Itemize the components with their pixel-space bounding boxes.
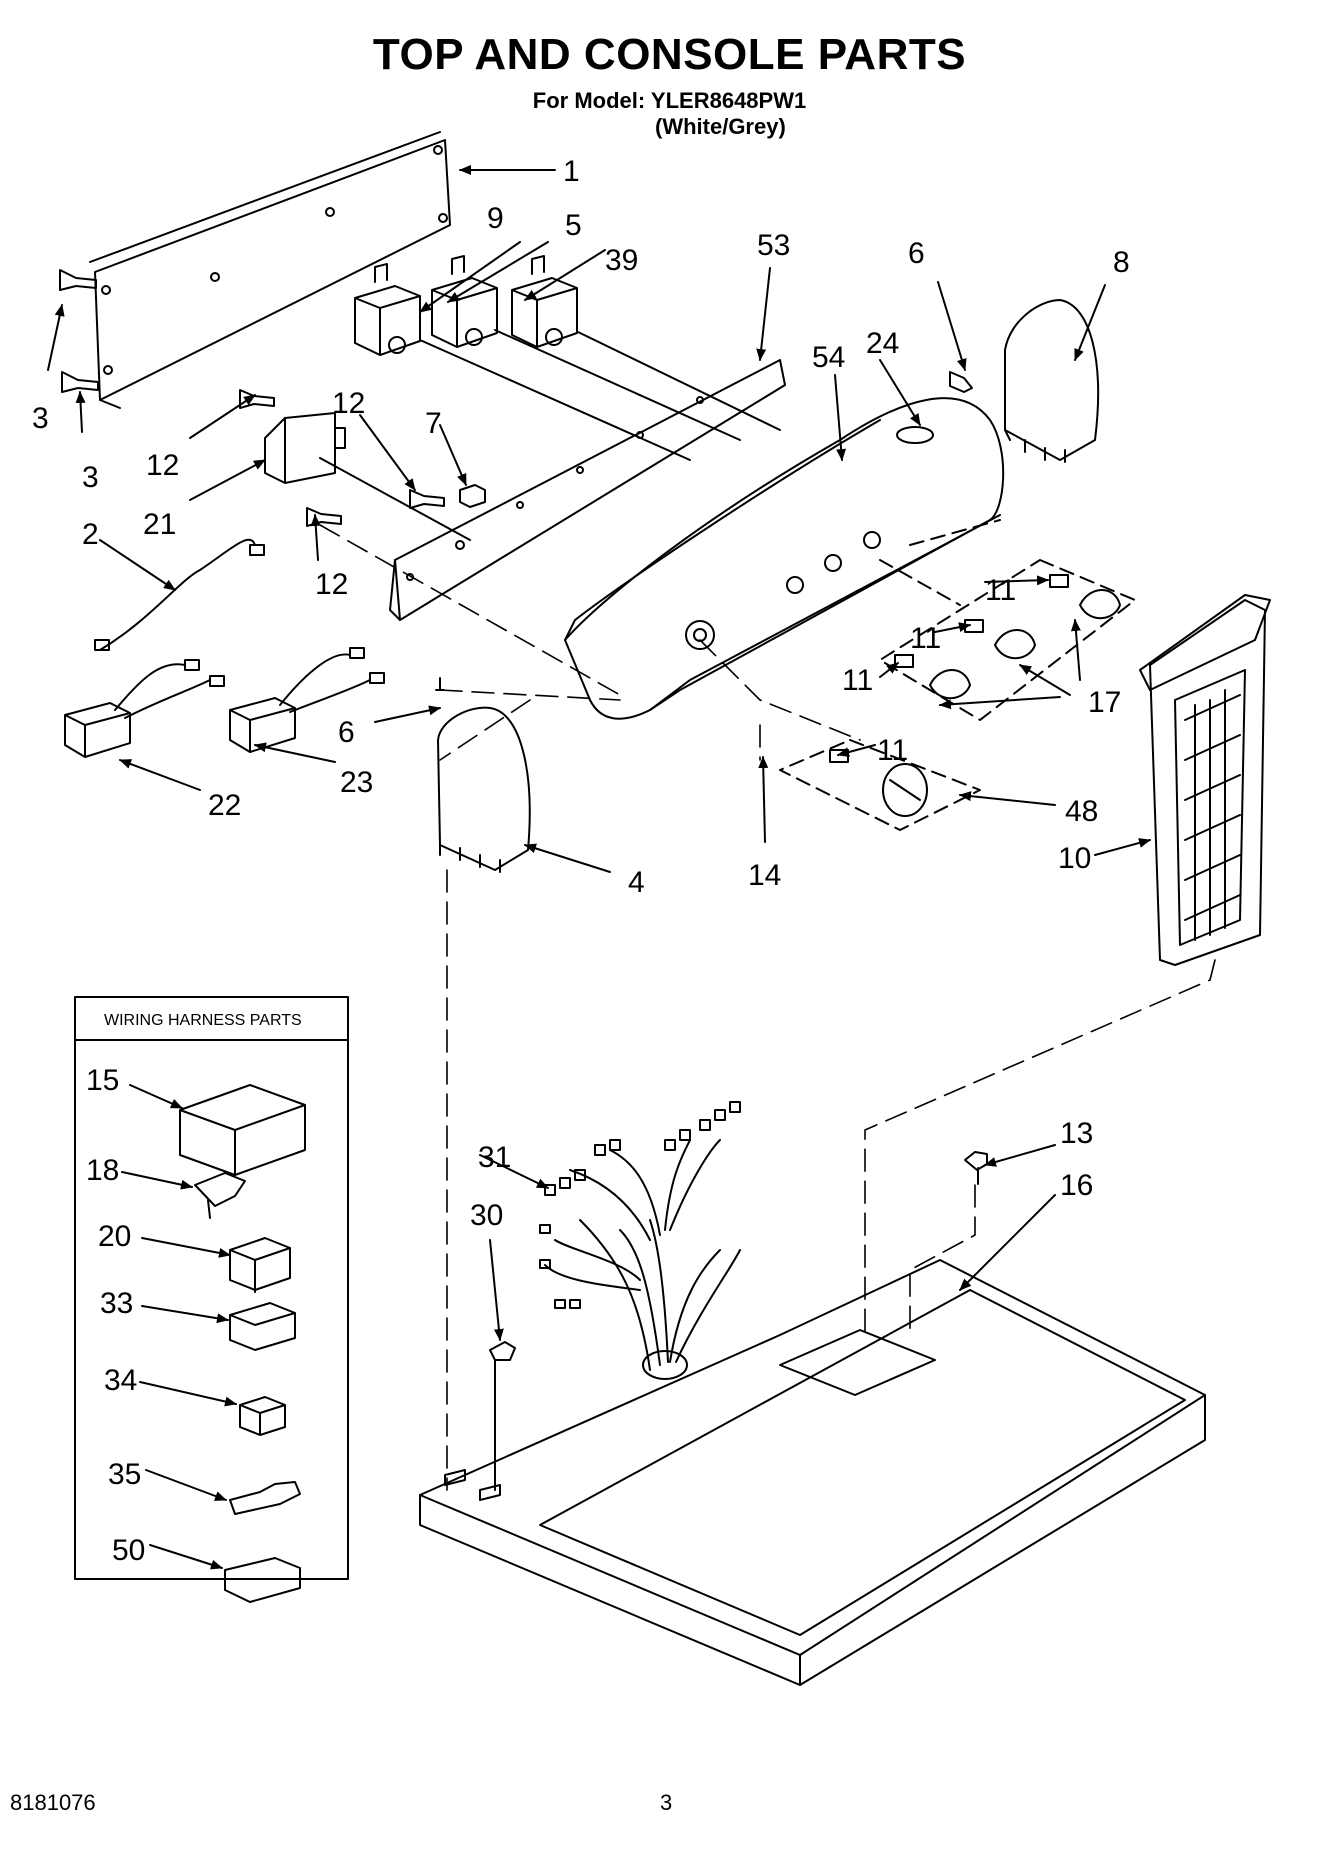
top-panel-part-16	[419, 1259, 1206, 1686]
callout-48: 48	[1065, 795, 1098, 828]
callout-numbers: 1 2 3 3 4 5 6 6 7 8 9 10 11 11 11 11 12 …	[32, 155, 1130, 1567]
callout-17: 17	[1088, 686, 1121, 719]
end-cap-part-4	[435, 677, 531, 873]
screw-part-13	[964, 1151, 988, 1185]
callout-11c: 11	[842, 664, 873, 697]
callout-11a: 11	[985, 574, 1016, 607]
callout-14: 14	[748, 859, 781, 892]
callout-9: 9	[487, 202, 504, 235]
callout-w35: 35	[108, 1458, 141, 1491]
part-30-clip	[489, 1341, 516, 1491]
lint-screen-part-10	[1139, 594, 1271, 966]
callout-3b: 3	[82, 461, 99, 494]
callout-6a: 6	[908, 237, 925, 270]
back-panel-part	[89, 131, 451, 409]
callout-w33: 33	[100, 1287, 133, 1320]
callout-6b: 6	[338, 716, 355, 749]
callout-12c: 12	[315, 568, 348, 601]
wiring-box-title: WIRING HARNESS PARTS	[104, 1012, 302, 1029]
wiring-box-parts	[179, 1084, 306, 1603]
callout-31: 31	[478, 1141, 511, 1174]
callout-22: 22	[208, 789, 241, 822]
callout-3a: 3	[32, 402, 49, 435]
knob-group-outlines	[779, 519, 1136, 831]
callout-8: 8	[1113, 246, 1130, 279]
timer-part-21	[239, 389, 486, 541]
knob-parts	[829, 574, 1121, 817]
callout-2: 2	[82, 518, 99, 551]
callout-w15: 15	[86, 1064, 119, 1097]
callout-13: 13	[1060, 1117, 1093, 1150]
callout-4: 4	[628, 866, 645, 899]
wiring-box-arrows	[121, 1084, 237, 1570]
callout-30: 30	[470, 1199, 503, 1232]
callout-w34: 34	[104, 1364, 137, 1397]
callout-7: 7	[425, 407, 442, 440]
callout-12b: 12	[332, 387, 365, 420]
main-wire-harness-part-31	[539, 1101, 741, 1371]
callout-arrows	[47, 165, 1151, 1341]
console-bracket-part-53	[389, 359, 786, 621]
callout-w20: 20	[98, 1220, 131, 1253]
callout-11b: 11	[910, 622, 941, 655]
callout-54: 54	[812, 341, 845, 374]
assembly-lines	[319, 524, 1216, 1491]
wiring-harness-box	[74, 996, 349, 1580]
callout-23: 23	[340, 766, 373, 799]
end-cap-part-8	[949, 299, 1100, 463]
document-number: 8181076	[10, 1790, 96, 1815]
callout-10: 10	[1058, 842, 1091, 875]
model-color: (White/Grey)	[655, 114, 786, 139]
callout-11d: 11	[877, 734, 908, 767]
switch-controls	[354, 255, 781, 461]
page-title: TOP AND CONSOLE PARTS	[372, 30, 967, 79]
callout-21: 21	[143, 508, 176, 541]
console-panel-part-54	[564, 397, 1005, 720]
model-number: For Model: YLER8648PW1	[532, 88, 807, 113]
callout-53: 53	[757, 229, 790, 262]
callout-12a: 12	[146, 449, 179, 482]
callout-1: 1	[563, 155, 580, 188]
screw-part-3	[59, 269, 99, 393]
callout-16: 16	[1060, 1169, 1093, 1202]
callout-w50: 50	[112, 1534, 145, 1567]
callout-24: 24	[866, 327, 899, 360]
callout-39: 39	[605, 244, 638, 277]
callout-5: 5	[565, 209, 582, 242]
callout-w18: 18	[86, 1154, 119, 1187]
wire-harness-parts	[64, 538, 385, 758]
page-number: 3	[660, 1790, 673, 1815]
